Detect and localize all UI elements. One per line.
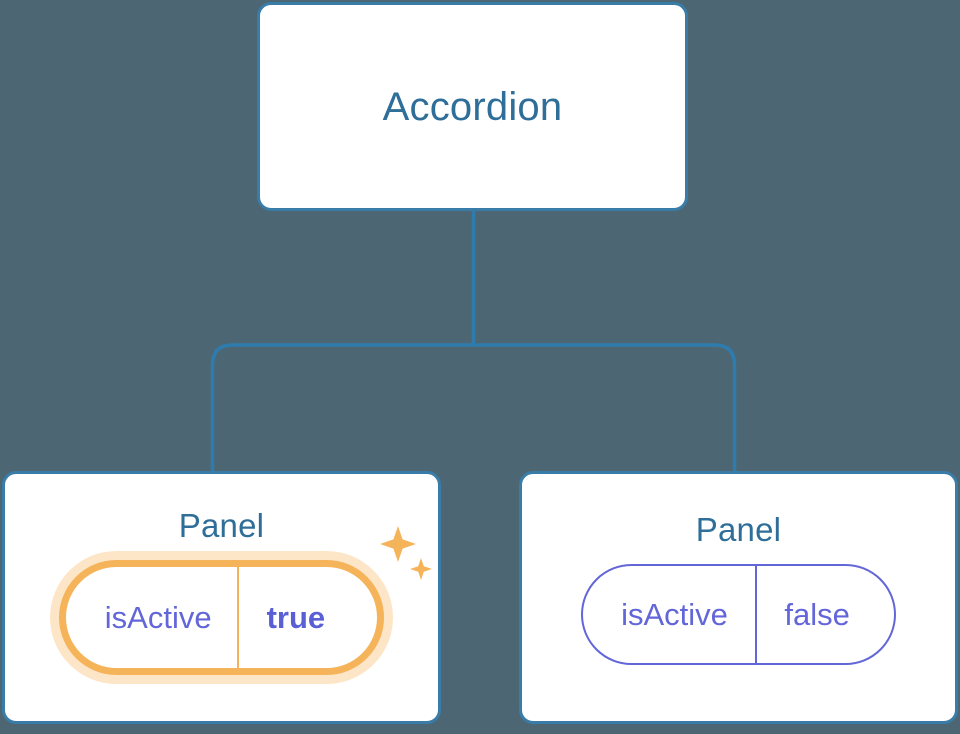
prop-pill-isactive-true[interactable]: isActive true (58, 560, 385, 676)
node-panel-active-title: Panel (178, 507, 265, 544)
prop-value-label: false (784, 596, 850, 632)
prop-pill-isactive-false[interactable]: isActive false (581, 564, 896, 666)
sparkle-group (380, 526, 433, 581)
prop-pill-wrap-active: isActive true (58, 526, 433, 676)
node-panel-active[interactable]: Panel isActive true (2, 471, 441, 724)
prop-pill-divider (236, 567, 239, 669)
sparkle-large-icon (380, 526, 417, 563)
prop-pill-divider (754, 566, 758, 664)
prop-value-label: true (266, 599, 326, 635)
node-accordion[interactable]: Accordion (257, 2, 688, 211)
sparkle-small-icon (410, 558, 433, 581)
node-panel-inactive[interactable]: Panel isActive false (519, 471, 958, 724)
node-panel-inactive-title: Panel (695, 511, 782, 548)
prop-pill-wrap-inactive: isActive false (581, 564, 896, 666)
node-accordion-title: Accordion (382, 84, 563, 129)
edge-bus-to-children (210, 343, 737, 471)
prop-key-label: isActive (621, 596, 728, 632)
prop-key-label: isActive (104, 599, 212, 635)
